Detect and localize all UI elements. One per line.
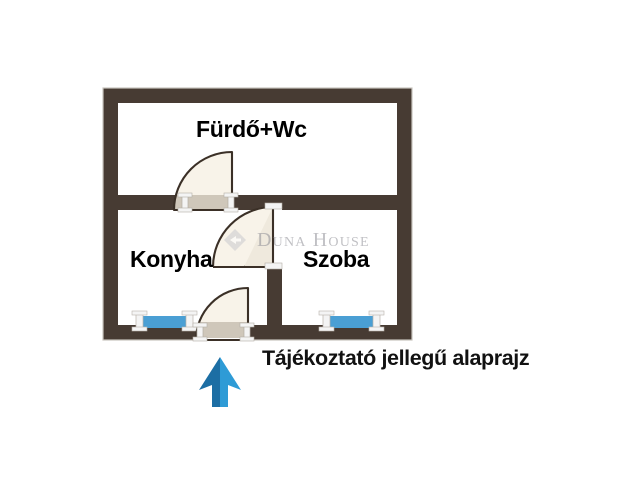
kitchen-window-glass	[140, 316, 189, 328]
room-label-szoba: Szoba	[303, 246, 370, 272]
room-door-arc	[211, 205, 274, 268]
north-arrow	[199, 357, 241, 407]
floorplan-caption: Tájékoztató jellegű alaprajz	[262, 346, 530, 370]
window-kitchen	[131, 310, 198, 332]
north-arrow-right-half	[220, 357, 241, 407]
room-window-glass	[327, 316, 376, 328]
room-label-konyha: Konyha	[130, 246, 213, 272]
door-room	[211, 202, 283, 270]
room-label-furdo-wc: Fürdő+Wc	[196, 116, 307, 142]
bathroom-door-arc	[172, 150, 234, 212]
door-bathroom	[172, 150, 239, 213]
window-room	[318, 310, 385, 332]
walls-group	[102, 87, 413, 341]
wall-outline	[102, 87, 413, 341]
door-entrance	[192, 286, 255, 342]
north-arrow-left-half	[199, 357, 220, 407]
entrance-door-arc	[194, 286, 250, 342]
